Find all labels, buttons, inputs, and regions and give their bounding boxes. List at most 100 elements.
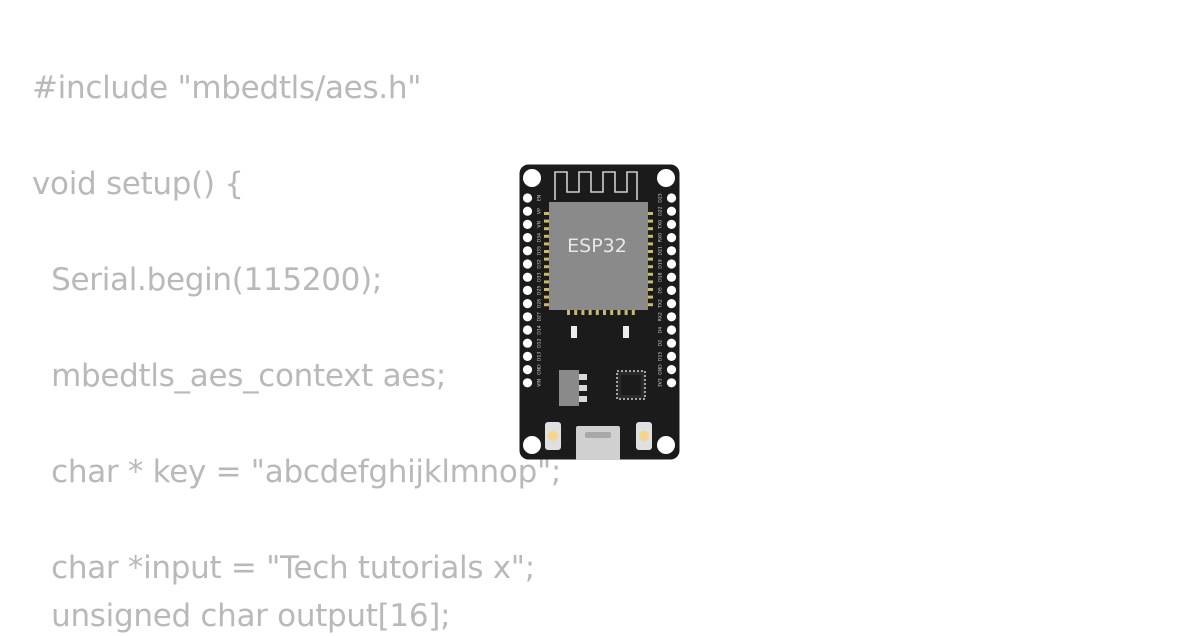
pin-label: D34 <box>537 233 543 242</box>
voltage-regulator <box>559 370 587 406</box>
pin-label: D15 <box>658 352 664 361</box>
module-pad <box>647 227 653 231</box>
header-pin-d18 <box>666 272 677 282</box>
header-pins-right <box>666 193 677 388</box>
header-pin-rx2 <box>666 312 677 322</box>
antenna-trace <box>554 171 638 200</box>
module-pad <box>647 257 653 261</box>
header-pin-d34 <box>522 233 533 243</box>
header-pin-vin <box>522 378 533 388</box>
module-pad <box>544 212 550 215</box>
module-pad <box>544 257 550 261</box>
pin-label: TX0 <box>658 220 664 230</box>
pin-label: D18 <box>658 272 664 281</box>
header-pin-en <box>522 193 533 203</box>
header-pin-d27 <box>522 312 533 322</box>
module-pad <box>647 288 653 291</box>
module-pad <box>544 303 550 307</box>
header-pin-d25 <box>522 285 533 295</box>
module-pad <box>544 288 550 291</box>
pin-label: D14 <box>537 325 543 334</box>
pin-labels-left: ENVPVND34D35D32D33D25D26D27D14D12D13GNDV… <box>537 195 543 387</box>
header-pin-tx2 <box>666 299 677 309</box>
header-pin-d26 <box>522 299 533 309</box>
module-pad <box>603 309 606 315</box>
module-pad <box>610 309 614 315</box>
module-pad <box>647 242 653 246</box>
code-line-output: unsigned char output[16]; <box>32 598 451 634</box>
header-pin-d33 <box>522 272 533 282</box>
header-pin-d5 <box>666 285 677 295</box>
code-line-aes-context: mbedtls_aes_context aes; <box>32 358 447 394</box>
mounting-hole-tl <box>523 169 541 187</box>
pin-label: D25 <box>537 286 543 295</box>
pin-label: GND <box>658 364 664 375</box>
pin-label: D12 <box>537 338 543 347</box>
module-pad <box>647 295 653 299</box>
module-pad <box>647 212 653 215</box>
module-pad <box>647 219 653 223</box>
pin-label: D35 <box>537 246 543 255</box>
esp32-module <box>549 202 648 310</box>
pin-label: D23 <box>658 193 664 202</box>
module-pad <box>581 309 585 315</box>
mounting-hole-bl <box>523 436 541 454</box>
module-pad <box>544 227 550 231</box>
header-pin-d32 <box>522 259 533 269</box>
pin-labels-right: D23D22TX0RX0D21D19D18D5TX2RX2D4D2D15GND3… <box>658 193 664 387</box>
boot-button <box>636 422 652 450</box>
pin-label: TX2 <box>658 299 664 309</box>
micro-usb-connector <box>576 426 620 460</box>
module-pad <box>647 265 653 269</box>
module-pad <box>544 219 550 223</box>
module-pad <box>624 309 628 315</box>
module-pad <box>544 295 550 299</box>
module-pad <box>544 272 550 276</box>
pin-label: D32 <box>537 259 543 268</box>
code-line-include: #include "mbedtls/aes.h" <box>32 70 422 106</box>
pin-label: GND <box>537 364 543 375</box>
module-pad <box>595 309 599 315</box>
pin-label: D26 <box>537 299 543 308</box>
header-pin-d2 <box>666 338 677 348</box>
header-pin-vp <box>522 206 533 216</box>
module-pad <box>617 309 621 315</box>
pin-label: D21 <box>658 246 664 255</box>
header-pin-tx0 <box>666 219 677 229</box>
module-pad <box>647 303 653 307</box>
module-pad <box>544 242 550 246</box>
header-pin-d15 <box>666 351 677 361</box>
code-line-serial-begin: Serial.begin(115200); <box>32 262 383 298</box>
usb-uart-chip <box>616 370 646 400</box>
code-line-key: char * key = "abcdefghijklmnop"; <box>32 454 562 490</box>
pin-label: D22 <box>658 206 664 215</box>
header-pin-d4 <box>666 325 677 335</box>
pin-label: D33 <box>537 272 543 281</box>
pin-label: VP <box>537 208 543 214</box>
pin-label: D27 <box>537 312 543 321</box>
pin-label: D19 <box>658 259 664 268</box>
module-pads-left <box>544 212 550 307</box>
module-pad <box>544 280 550 284</box>
module-pad <box>544 265 550 269</box>
header-pin-rx0 <box>666 233 677 243</box>
module-pad <box>631 309 635 315</box>
pin-label: RX0 <box>658 233 664 242</box>
pin-label: D13 <box>537 352 543 361</box>
header-pins-left <box>522 193 533 388</box>
pin-label: D4 <box>658 327 664 334</box>
module-pad <box>647 250 653 253</box>
pin-label: D2 <box>658 340 664 347</box>
capacitor-left <box>571 326 577 338</box>
module-pad <box>647 280 653 284</box>
module-pad <box>574 309 578 315</box>
module-pad <box>544 234 550 238</box>
header-pin-d21 <box>666 246 677 256</box>
header-pin-d14 <box>522 325 533 335</box>
header-pin-d22 <box>666 206 677 216</box>
header-pin-gnd <box>522 365 533 375</box>
pin-label: VN <box>537 221 543 228</box>
capacitor-right <box>623 326 629 338</box>
